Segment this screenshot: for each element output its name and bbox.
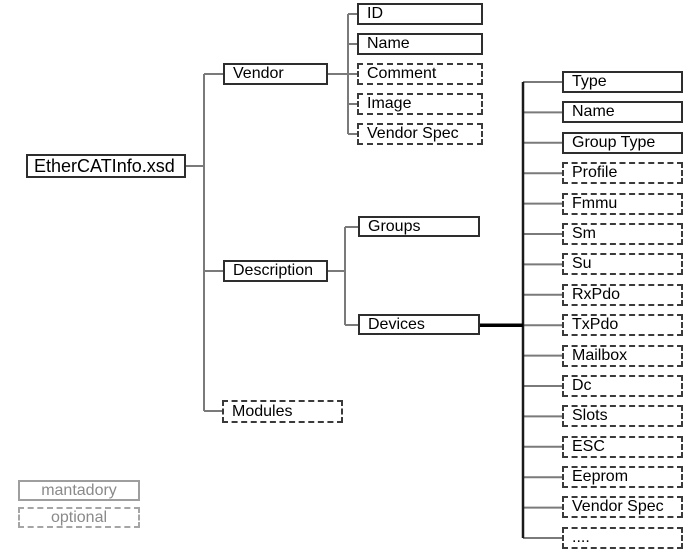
node-id: ID <box>357 3 483 25</box>
node-rxpdo: RxPdo <box>562 283 683 306</box>
legend-optional: optional <box>18 507 140 528</box>
node-groups: Groups <box>358 216 480 237</box>
node-device-name: Name <box>562 101 683 124</box>
node-devices: Devices <box>358 314 480 335</box>
node-comment: Comment <box>357 63 483 85</box>
node-group-type: Group Type <box>562 131 683 154</box>
node-description: Description <box>223 260 328 282</box>
node-type: Type <box>562 71 683 93</box>
node-vendor: Vendor <box>223 63 328 85</box>
node-esc: ESC <box>562 435 683 458</box>
node-su: Su <box>562 253 683 276</box>
node-sm: Sm <box>562 222 683 245</box>
node-slots: Slots <box>562 405 683 428</box>
legend-mandatory: mantadory <box>18 480 140 501</box>
node-modules: Modules <box>222 400 343 423</box>
node-txpdo: TxPdo <box>562 314 683 337</box>
node-image: Image <box>357 93 483 115</box>
node-vendor-spec: Vendor Spec <box>357 123 483 145</box>
node-eeprom: Eeprom <box>562 466 683 489</box>
node-name: Name <box>357 33 483 55</box>
node-profile: Profile <box>562 162 683 185</box>
node-ellipsis: .... <box>562 526 683 549</box>
vendor-children-column: ID Name Comment Image Vendor Spec <box>357 3 483 145</box>
node-ethercatinfo-xsd: EtherCATInfo.xsd <box>26 154 186 178</box>
node-device-vendor-spec: Vendor Spec <box>562 496 683 519</box>
node-fmmu: Fmmu <box>562 192 683 215</box>
node-mailbox: Mailbox <box>562 344 683 367</box>
node-dc: Dc <box>562 374 683 397</box>
devices-children-column: Type Name Group Type Profile Fmmu Sm Su … <box>562 71 683 549</box>
